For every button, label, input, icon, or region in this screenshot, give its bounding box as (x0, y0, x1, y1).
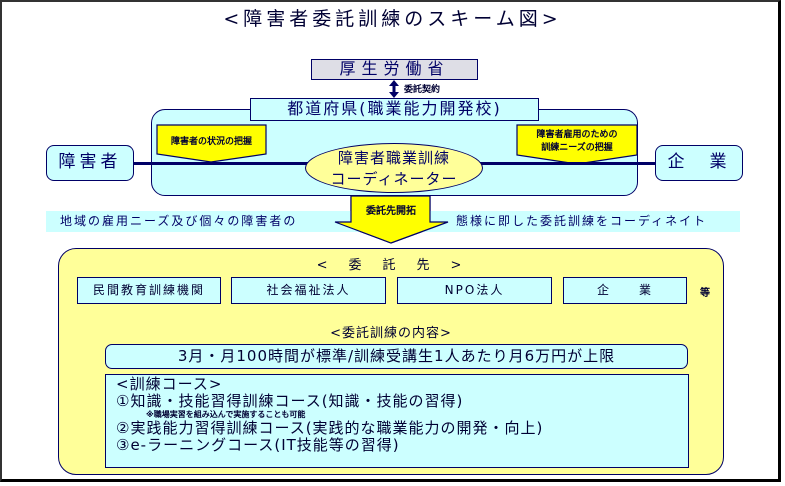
double-arrow-icon (389, 80, 399, 98)
courses-box: <訓練コース> ①知識・技能習得訓練コース(知識・技能の習得) ※職場実習を組み… (105, 374, 689, 468)
left-callout-text: 障害者の状況の把握 (170, 137, 252, 147)
org-private-training: 民間教育訓練機関 (77, 277, 221, 304)
companies-box: 企 業 (655, 145, 743, 181)
course-item-1: ①知識・技能習得訓練コース(知識・技能の習得) (116, 392, 464, 410)
org-npo: NPO法人 (397, 277, 552, 304)
right-callout-text: 障害者雇用のための 訓練ニーズの把握 (517, 129, 637, 155)
prefecture-title: 都道府県(職業能力開発校) (250, 98, 539, 121)
coordinator-line-1: 障害者職業訓練 (337, 149, 450, 167)
course-item-2: ②実践能力習得訓練コース(実践的な職業能力の開発・向上) (116, 419, 544, 437)
band-text-left: 地域の雇用ニーズ及び個々の障害者の (60, 214, 298, 228)
coordinator-line-2: コーディネーター (330, 170, 458, 188)
ministry-box: 厚生労働省 (311, 59, 478, 80)
right-callout-line-1: 障害者雇用のための (536, 130, 618, 140)
contract-label: 委託契約 (404, 85, 441, 95)
courses-title: <訓練コース> (116, 375, 223, 393)
course-item-1-note: ※職場実習を組み込んで実施することも可能 (146, 410, 306, 419)
right-callout-line-2: 訓練ニーズの把握 (541, 143, 613, 153)
down-arrow-overlay-icon (334, 195, 449, 244)
etc-label: 等 (700, 288, 710, 299)
diagram-title: <障害者委託訓練のスキーム図> (223, 8, 562, 30)
coordinator-ellipse: 障害者職業訓練 コーディネーター (305, 143, 483, 193)
left-callout-shape (156, 124, 267, 163)
persons-with-disabilities-box: 障害者 (46, 145, 134, 181)
arrow-label: 委託先開拓 (366, 206, 416, 217)
entrustee-heading: < 委 託 先 > (316, 258, 466, 273)
org-companies: 企 業 (563, 277, 687, 304)
standard-limit-pill: 3月・月100時間が標準/訓練受講生1人あたり月6万円が上限 (105, 344, 688, 369)
course-item-3: ③e-ラーニングコース(IT技能等の習得) (116, 436, 400, 454)
content-heading: <委託訓練の内容> (330, 326, 452, 341)
band-text-right: 態様に即した委託訓練をコーディネイト (456, 214, 708, 228)
right-callout-shape (516, 124, 638, 165)
org-social-welfare: 社会福祉法人 (231, 277, 386, 304)
